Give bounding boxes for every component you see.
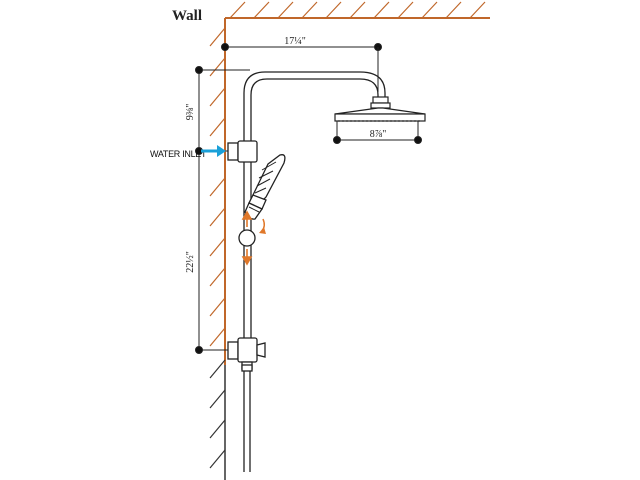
upper-height-label: 9⅜" [185, 104, 196, 121]
riser-pipe [243, 71, 386, 340]
water-inlet-arrow [201, 145, 226, 157]
wall-hatch-lower [209, 359, 226, 469]
top-width-label: 17¼" [284, 36, 306, 47]
ceiling-hatch [225, 1, 490, 19]
wall-hatch [209, 27, 226, 347]
slider [238, 218, 266, 247]
diverter-valve [227, 337, 266, 370]
upper-bracket [227, 140, 258, 163]
head-diameter-dimension [333, 121, 422, 144]
shower-hose [241, 364, 253, 472]
lower-height-label: 22½" [185, 251, 196, 273]
slider-down-arrow [241, 249, 253, 266]
rain-shower-head [334, 96, 426, 122]
slider-up-arrow [241, 210, 253, 227]
top-width-dimension [221, 43, 382, 92]
water-inlet-label: WATER INLET [150, 149, 207, 159]
head-diameter-label: 8⅞" [370, 129, 387, 140]
wall-title: Wall [172, 8, 202, 24]
